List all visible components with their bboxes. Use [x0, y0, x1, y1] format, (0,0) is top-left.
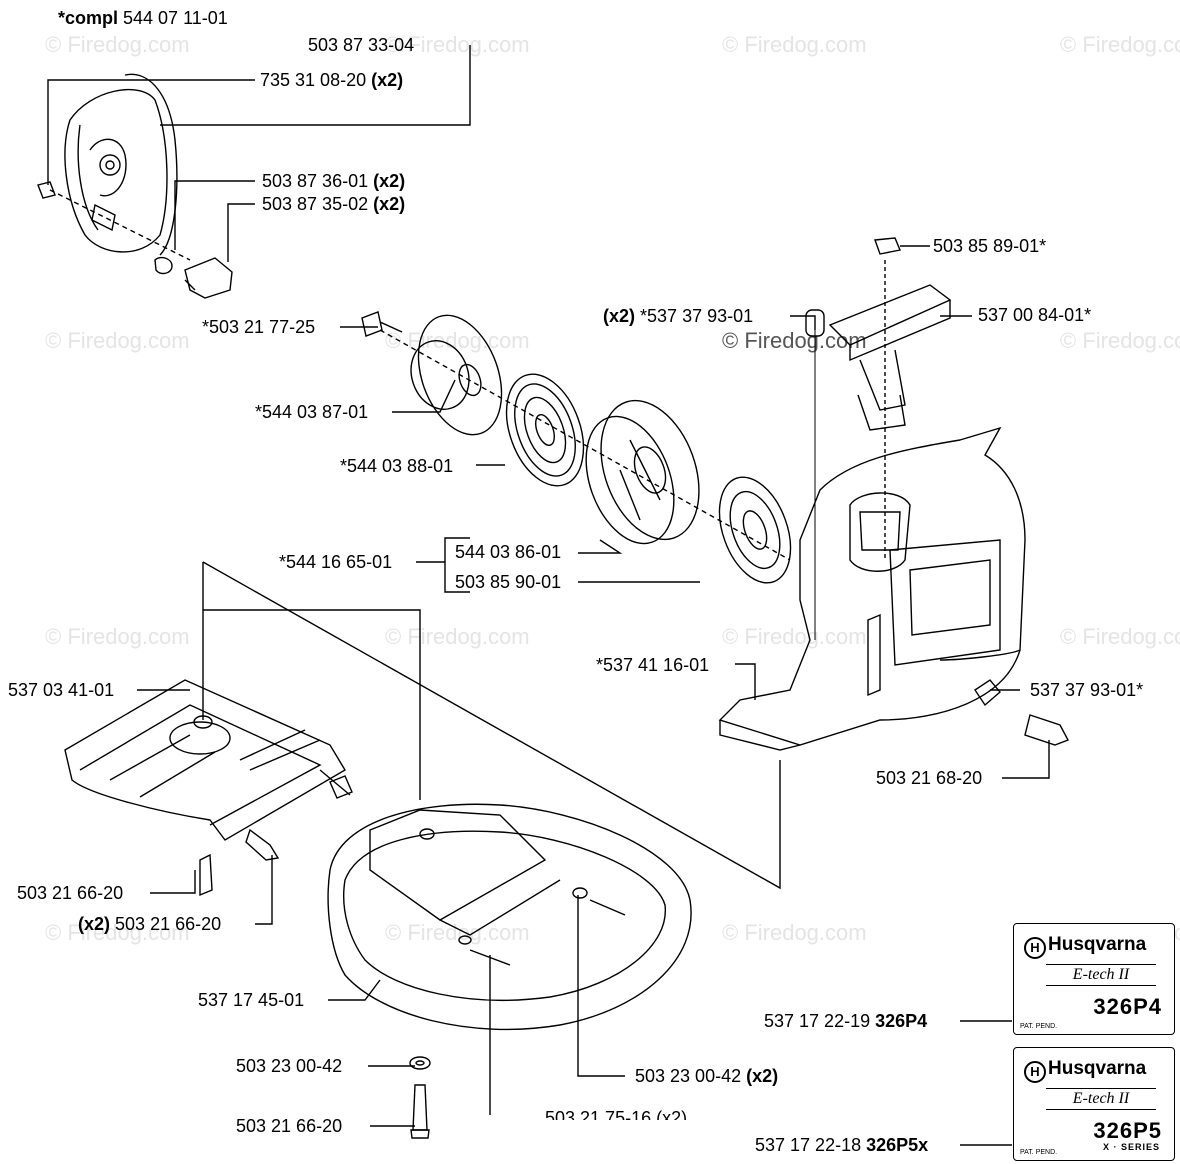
watermark: © Firedog.com	[385, 624, 530, 649]
watermark-dark: © Firedog.com	[722, 328, 867, 353]
watermark: © Firedog.com	[385, 32, 530, 57]
watermark: © Firedog.com	[45, 32, 190, 57]
callout-503-85-89-01: 503 85 89-01*	[933, 236, 1047, 256]
callout-503-85-90-01: 503 85 90-01	[455, 572, 562, 592]
watermark: © Firedog.com	[722, 32, 867, 57]
callout-544-16-65-01: *544 16 65-01	[279, 552, 393, 572]
callout-503-87-35-02: 503 87 35-02 (x2)	[262, 194, 406, 214]
callout-503-21-75-16-partial: 503 21 75-16 (x2)	[545, 1108, 688, 1120]
watermark: © Firedog.com	[722, 624, 867, 649]
callout-503-21-68-20: 503 21 68-20	[876, 768, 983, 788]
callout-503-21-66-20-bottom: 503 21 66-20	[236, 1116, 343, 1136]
callout-735-31-08-20: 735 31 08-20 (x2)	[260, 70, 404, 90]
callout-537-17-22-19: 537 17 22-19 326P4	[764, 1011, 928, 1031]
callout-537-03-41-01: 537 03 41-01	[8, 680, 115, 700]
callout-537-37-93-01-right: 537 37 93-01*	[1030, 680, 1144, 700]
watermark: © Firedog.com	[1060, 624, 1180, 649]
etech-label: E-tech II	[1046, 964, 1156, 986]
callout-503-23-00-42: 503 23 00-42	[236, 1056, 343, 1076]
callout-537-17-45-01: 537 17 45-01	[198, 990, 305, 1010]
watermark: © Firedog.com	[45, 624, 190, 649]
watermark: © Firedog.com	[1060, 32, 1180, 57]
husqvarna-crown-icon: H	[1024, 937, 1046, 959]
callout-503-21-66-20-left: 503 21 66-20	[17, 883, 124, 903]
model-label: 326P4	[1093, 994, 1162, 1019]
callout-544-03-87-01: *544 03 87-01	[255, 402, 369, 422]
callout-544-03-86-01: 544 03 86-01	[455, 542, 562, 562]
etech-label: E-tech II	[1046, 1088, 1156, 1110]
watermark: © Firedog.com	[385, 920, 530, 945]
watermark: © Firedog.com	[385, 328, 530, 353]
callout-x2-537-37-93-01: (x2) *537 37 93-01	[603, 306, 754, 326]
watermark: © Firedog.com	[45, 920, 190, 945]
patent-label: PAT. PEND.	[1020, 1023, 1058, 1030]
x-series-label: X · SERIES	[1102, 1142, 1160, 1152]
callout-537-41-16-01: *537 41 16-01	[596, 655, 710, 675]
patent-label: PAT. PEND.	[1020, 1149, 1058, 1156]
callout-503-87-33-04: 503 87 33-04	[308, 35, 415, 55]
callout-537-17-22-18: 537 17 22-18 326P5x	[755, 1135, 929, 1155]
callout-x2-503-21-66-20: (x2) 503 21 66-20	[78, 914, 222, 934]
watermark: © Firedog.com	[722, 920, 867, 945]
callout-537-00-84-01: 537 00 84-01*	[978, 305, 1092, 325]
husqvarna-crown-icon: H	[1024, 1061, 1046, 1083]
callout-503-23-00-42-x2: 503 23 00-42 (x2)	[635, 1066, 779, 1086]
callout-544-03-88-01: *544 03 88-01	[340, 456, 454, 476]
watermark: © Firedog.com	[45, 328, 190, 353]
watermark: © Firedog.com	[1060, 328, 1180, 353]
callout-503-87-36-01: 503 87 36-01 (x2)	[262, 171, 406, 191]
callout-compl-544-07-11-01: *compl 544 07 11-01	[58, 8, 228, 28]
model-label: 326P5	[1093, 1118, 1162, 1143]
callout-503-21-77-25: *503 21 77-25	[202, 317, 316, 337]
